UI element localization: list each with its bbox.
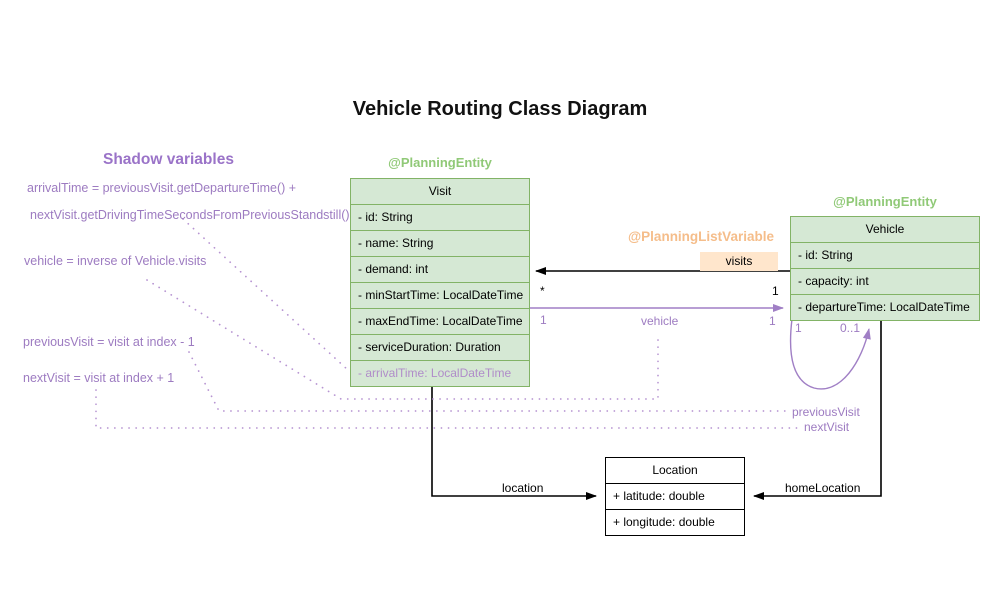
location-class-name: Location [605, 457, 745, 484]
vehicle-edge-multiplicity-target: 1 [769, 314, 776, 328]
location-class-box: Location + latitude: double + longitude:… [605, 457, 745, 536]
shadow-note-arrivaltime-2: nextVisit.getDrivingTimeSecondsFromPrevi… [30, 208, 350, 222]
visit-attr-name: - name: String [350, 231, 530, 257]
visit-class-box: Visit - id: String - name: String - dema… [350, 178, 530, 387]
vehicle-attr-id: - id: String [790, 243, 980, 269]
vehicle-planning-entity-annotation: @PlanningEntity [833, 194, 937, 209]
location-attr-longitude: + longitude: double [605, 510, 745, 536]
visit-planning-entity-annotation: @PlanningEntity [388, 155, 492, 170]
vehicle-attr-departuretime: - departureTime: LocalDateTime [790, 295, 980, 321]
location-edge-label: location [502, 481, 544, 495]
location-association-arrow [431, 386, 597, 500]
vehicle-edge-label: vehicle [641, 314, 679, 328]
page-title: Vehicle Routing Class Diagram [352, 98, 648, 120]
visits-multiplicity-star: * [540, 284, 545, 298]
vehicle-attr-capacity: - capacity: int [790, 269, 980, 295]
shadow-note-arrivaltime-1: arrivalTime = previousVisit.getDeparture… [27, 181, 297, 195]
visit-class-name: Visit [350, 178, 530, 205]
vehicle-class-name: Vehicle [790, 216, 980, 243]
shadow-note-vehicle: vehicle = inverse of Vehicle.visits [24, 254, 207, 268]
location-attr-latitude: + latitude: double [605, 484, 745, 510]
nextvisit-link-label: nextVisit [804, 420, 850, 434]
visits-multiplicity-one: 1 [772, 284, 779, 298]
visits-edge-label: visits [700, 252, 778, 271]
visit-attr-minstarttime: - minStartTime: LocalDateTime [350, 283, 530, 309]
self-loop-multiplicity-zero-one: 0..1 [840, 321, 861, 335]
previousvisit-link-label: previousVisit [792, 405, 860, 419]
home-location-edge-label: homeLocation [785, 481, 861, 495]
visit-attr-id: - id: String [350, 205, 530, 231]
shadow-note-previousvisit: previousVisit = visit at index - 1 [23, 335, 195, 349]
vehicle-class-box: Vehicle - id: String - capacity: int - d… [790, 216, 980, 321]
visit-attr-maxendtime: - maxEndTime: LocalDateTime [350, 309, 530, 335]
self-loop-multiplicity-one: 1 [795, 321, 802, 335]
shadow-note-nextvisit: nextVisit = visit at index + 1 [23, 371, 175, 385]
dotted-link-arrivaltime [182, 218, 349, 371]
visit-attr-arrivaltime: - arrivalTime: LocalDateTime [350, 361, 530, 387]
visit-attr-serviceduration: - serviceDuration: Duration [350, 335, 530, 361]
vehicle-edge-multiplicity-source: 1 [540, 313, 547, 327]
dotted-link-nextvisit [95, 389, 800, 429]
shadow-variables-heading: Shadow variables [103, 151, 234, 168]
visit-attr-demand: - demand: int [350, 257, 530, 283]
planning-list-variable-annotation: @PlanningListVariable [628, 229, 774, 244]
